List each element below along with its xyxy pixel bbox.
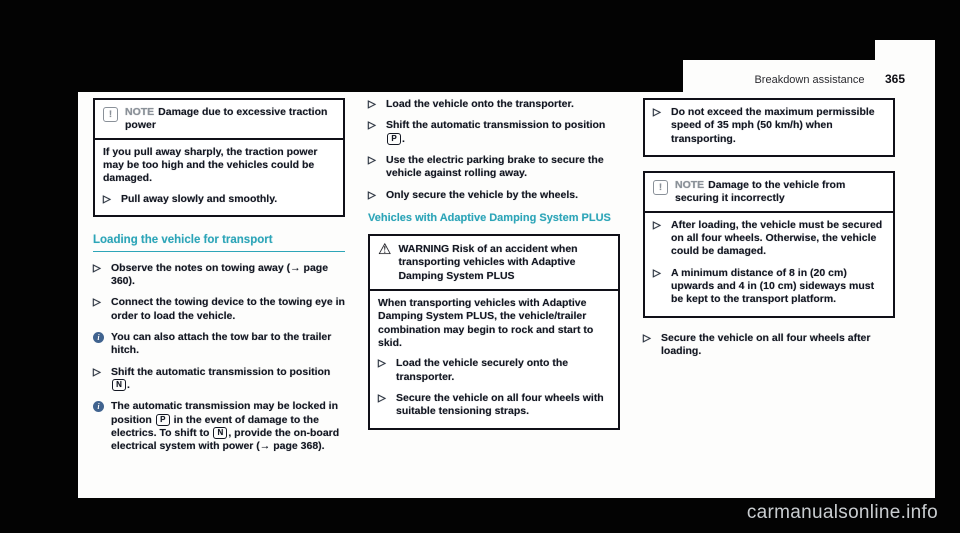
warning-triangle-icon: ⚠: [378, 240, 392, 258]
warning-body-text: When transporting vehicles with Adaptive…: [378, 296, 594, 349]
arrow-bullet-icon: ▷: [378, 392, 386, 404]
note-label: NOTE: [675, 178, 705, 191]
arrow-bullet-icon: ▷: [368, 99, 376, 110]
info-icon: i: [93, 331, 104, 343]
note-box-body: If you pull away sharply, the traction p…: [95, 140, 343, 215]
info-icon: i: [93, 401, 104, 413]
info-note-text: The automatic transmission may be locked…: [111, 400, 340, 453]
subheading-adaptive-damping: Vehicles with Adaptive Damping System PL…: [368, 211, 611, 224]
list-item: ▷ Only secure the vehicle by the wheels.: [368, 189, 620, 202]
arrow-bullet-icon: ▷: [368, 120, 376, 132]
note-action-item: ▷ After loading, the vehicle must be sec…: [653, 219, 885, 259]
list-item-text: Shift the automatic transmission to posi…: [386, 119, 606, 145]
note-action-item: ▷ Pull away slowly and smoothly.: [103, 193, 335, 206]
arrow-bullet-icon: ▷: [378, 358, 386, 370]
info-note-item: i You can also attach the tow bar to the…: [93, 331, 345, 358]
list-item-text: Only secure the vehicle by the wheels.: [386, 188, 578, 201]
note-action-text: A minimum distance of 8 in (20 cm) upwar…: [671, 266, 875, 306]
section-heading-loading-for-transport: Loading the vehicle for transport: [93, 233, 345, 252]
note-box-body: ▷ After loading, the vehicle must be sec…: [645, 213, 893, 316]
warning-box-body: When transporting vehicles with Adaptive…: [370, 291, 618, 428]
warning-action-item: ▷ Do not exceed the maximum permissible …: [653, 106, 885, 146]
list-item-text: Use the electric parking brake to secure…: [386, 153, 604, 180]
list-item: ▷ Connect the towing device to the towin…: [93, 296, 345, 323]
arrow-bullet-icon: ▷: [653, 107, 661, 118]
transmission-position-p-key-icon: P: [387, 132, 401, 145]
watermark-text: carmanualsonline.info: [746, 502, 938, 523]
info-note-item: i The automatic transmission may be lock…: [93, 400, 345, 453]
list-item-text: Secure the vehicle on all four wheels af…: [661, 331, 871, 357]
warning-label: WARNING: [398, 242, 450, 255]
note-label: NOTE: [125, 106, 155, 118]
arrow-bullet-icon: ▷: [368, 189, 376, 201]
right-column: ▷ Do not exceed the maximum permissible …: [643, 98, 895, 366]
list-item: ▷ Secure the vehicle on all four wheels …: [643, 332, 895, 359]
arrow-bullet-icon: ▷: [643, 332, 651, 344]
arrow-bullet-icon: ▷: [93, 262, 101, 274]
arrow-bullet-icon: ▷: [368, 154, 376, 166]
warning-action-item: ▷ Secure the vehicle on all four wheels …: [378, 392, 610, 419]
note-action-text: Pull away slowly and smoothly.: [121, 192, 278, 205]
list-item: ▷ Load the vehicle onto the transporter.: [368, 98, 620, 111]
info-note-text: You can also attach the tow bar to the t…: [111, 330, 332, 357]
note-icon: !: [103, 107, 118, 122]
list-item-text: Load the vehicle onto the transporter.: [386, 98, 574, 110]
page-number: 365: [884, 72, 905, 86]
warning-action-text: Do not exceed the maximum permissible sp…: [671, 106, 875, 145]
page-header: Breakdown assistance 365: [754, 70, 905, 88]
note-body-text: If you pull away sharply, the traction p…: [103, 145, 318, 185]
list-item: ▷ Use the electric parking brake to secu…: [368, 154, 620, 181]
list-item: ▷ Shift the automatic transmission to po…: [368, 119, 620, 146]
list-item: ▷ Observe the notes on towing away (→ pa…: [93, 262, 345, 289]
warning-continuation-box: ▷ Do not exceed the maximum permissible …: [643, 98, 895, 157]
arrow-bullet-icon: ▷: [93, 366, 101, 378]
warning-action-item: ▷ Load the vehicle securely onto the tra…: [378, 357, 610, 384]
warning-box-adaptive-damping: ⚠ WARNING Risk of an accident when trans…: [368, 233, 620, 430]
list-item-text: Observe the notes on towing away (→ page…: [111, 261, 329, 287]
note-action-text: After loading, the vehicle must be secur…: [671, 218, 883, 258]
middle-column: ▷ Load the vehicle onto the transporter.…: [368, 98, 620, 444]
warning-action-text: Secure the vehicle on all four wheels wi…: [396, 391, 604, 418]
warning-title: WARNING Risk of an accident when transpo…: [398, 242, 578, 282]
arrow-bullet-icon: ▷: [103, 193, 111, 205]
note-action-item: ▷ A minimum distance of 8 in (20 cm) upw…: [653, 267, 885, 307]
list-item: ▷ Shift the automatic transmission to po…: [93, 366, 345, 393]
transmission-position-n-key-icon: N: [213, 426, 228, 439]
list-item-text: Connect the towing device to the towing …: [111, 296, 345, 322]
arrow-bullet-icon: ▷: [653, 219, 661, 231]
arrow-bullet-icon: ▷: [93, 297, 101, 309]
note-icon: !: [653, 179, 668, 195]
list-item-text: Shift the automatic transmission to posi…: [111, 365, 331, 391]
arrow-bullet-icon: ▷: [653, 267, 661, 279]
transmission-position-n-key-icon: N: [112, 378, 126, 391]
warning-action-text: Load the vehicle securely onto the trans…: [396, 357, 569, 383]
chapter-title: Breakdown assistance: [754, 74, 865, 86]
transmission-position-p-key-icon: P: [155, 413, 170, 426]
warning-title-row: ⚠ WARNING Risk of an accident when trans…: [370, 236, 618, 291]
